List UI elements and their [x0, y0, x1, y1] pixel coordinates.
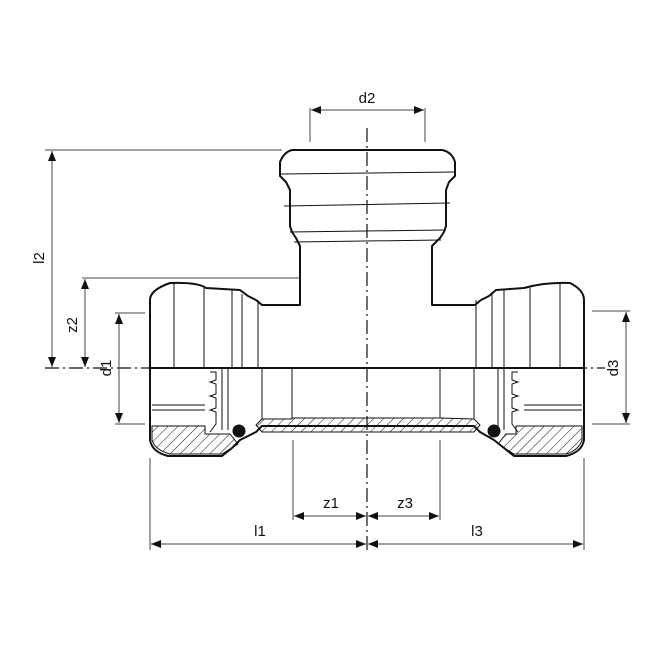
label-l2: l2 — [31, 252, 48, 264]
label-z2: z2 — [64, 317, 81, 333]
top-branch — [279, 149, 456, 290]
dimension-l2: l2 — [31, 149, 282, 367]
dimension-d2: d2 — [309, 90, 426, 142]
label-d2: d2 — [359, 90, 376, 107]
label-z3: z3 — [397, 495, 413, 512]
label-z1: z1 — [323, 495, 339, 512]
cross-section — [149, 368, 585, 457]
label-l1: l1 — [254, 523, 266, 540]
centerlines — [45, 128, 605, 550]
o-ring-right — [487, 424, 501, 438]
dimension-d3: d3 — [592, 310, 630, 425]
dimension-z2: z2 — [64, 277, 300, 367]
label-d3: d3 — [605, 360, 622, 377]
dimension-l1-l3: l1 l3 — [149, 458, 585, 550]
tee-body — [149, 281, 585, 369]
label-l3: l3 — [471, 523, 483, 540]
o-ring-left — [232, 424, 246, 438]
dimension-z1-z3: z1 z3 — [292, 440, 441, 520]
dimension-d1: d1 — [98, 312, 145, 425]
label-d1: d1 — [98, 360, 115, 377]
